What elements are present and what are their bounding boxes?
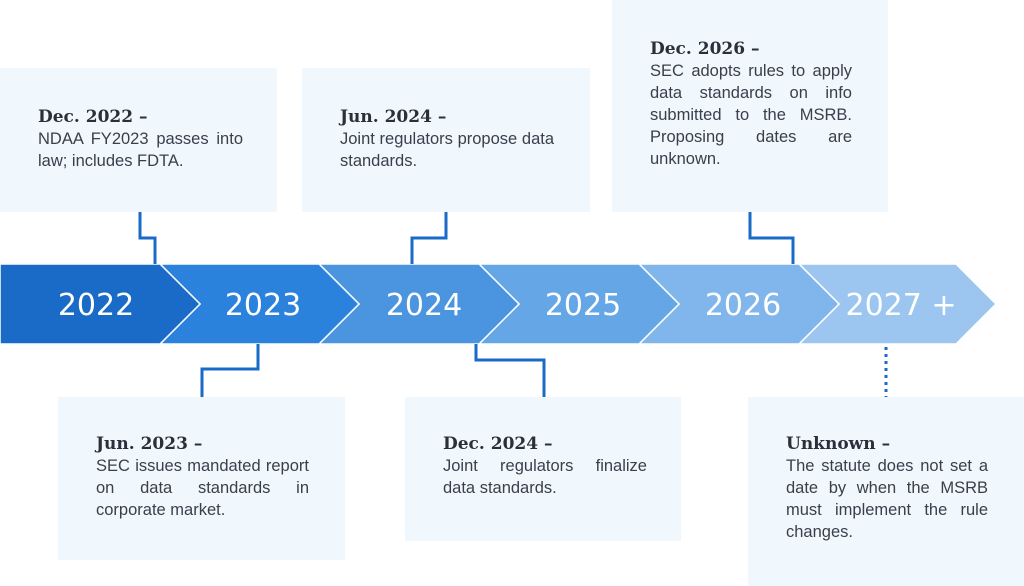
event-card-dec2024: Dec. 2024 – Joint regulators finalize da… — [405, 397, 681, 541]
event-date: Dec. 2024 – — [443, 434, 553, 454]
event-card-jun2023: Jun. 2023 – SEC issues mandated report o… — [58, 397, 345, 560]
event-card-unknown: Unknown – The statute does not set a dat… — [748, 397, 1024, 586]
timeline-segment-2022 — [0, 264, 202, 344]
year-label: 2026 — [705, 288, 781, 323]
event-card-dec2026: Dec. 2026 – SEC adopts rules to apply da… — [612, 0, 888, 212]
connector-dec2024 — [474, 344, 546, 397]
event-description: SEC issues mandated report on data stand… — [96, 457, 309, 519]
connector-dec2026 — [748, 212, 795, 264]
event-date: Dec. 2022 – — [38, 107, 148, 127]
year-label: 2023 — [225, 288, 301, 323]
event-description: The statute does not set a date by when … — [786, 457, 988, 541]
year-label: 2024 — [386, 288, 462, 323]
event-card-dec2022: Dec. 2022 – NDAA FY2023 passes into law;… — [0, 68, 277, 212]
timeline-band: 2022 2023 2024 2025 2026 2027 + — [0, 264, 998, 344]
year-label: 2022 — [58, 288, 134, 323]
event-description: NDAA FY2023 passes into law; includes FD… — [38, 130, 243, 170]
event-date: Dec. 2026 – — [650, 39, 760, 59]
connector-jun2023 — [200, 344, 260, 397]
event-date: Jun. 2024 – — [340, 107, 447, 127]
event-card-jun2024: Jun. 2024 – Joint regulators propose dat… — [302, 68, 590, 212]
year-label: 2027 + — [845, 288, 956, 323]
connector-jun2024 — [410, 212, 448, 264]
event-date: Unknown – — [786, 434, 891, 454]
event-description: Joint regulators propose data standards. — [340, 130, 554, 170]
connector-dec2022 — [138, 212, 157, 264]
event-description: SEC adopts rules to apply data standards… — [650, 62, 852, 168]
event-date: Jun. 2023 – — [96, 434, 203, 454]
year-label: 2025 — [545, 288, 621, 323]
event-description: Joint regulators finalize data standards… — [443, 457, 647, 497]
